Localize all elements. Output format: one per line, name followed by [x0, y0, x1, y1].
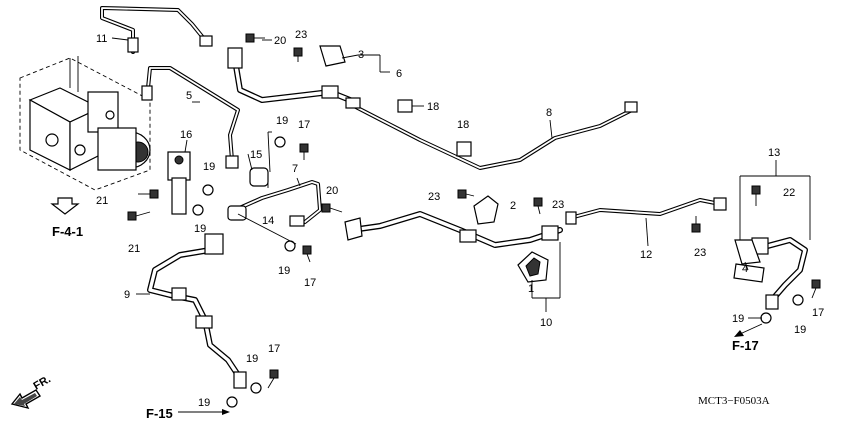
callout-20: 20: [274, 35, 286, 47]
callout-9: 9: [124, 289, 130, 301]
callout-6: 6: [396, 68, 402, 80]
bracket-2: [473, 195, 499, 225]
callout-1: 1: [528, 283, 534, 295]
brake-hose-9: [147, 233, 247, 389]
callout-11: 11: [96, 33, 107, 45]
callout-20: 20: [326, 185, 338, 197]
bracket-4: [733, 263, 765, 283]
bolt-17d: [267, 369, 279, 389]
ref-f-17: F-17: [732, 338, 759, 353]
callout-17: 17: [268, 343, 280, 355]
callout-7: 7: [292, 163, 298, 175]
callout-15: 15: [250, 149, 262, 161]
callout-14: 14: [262, 215, 274, 227]
bolt-icons: [127, 33, 821, 389]
callout-17: 17: [812, 307, 824, 319]
leader-lines: [111, 37, 811, 319]
callout-19: 19: [276, 115, 288, 127]
callout-2: 2: [510, 200, 516, 212]
bolt-17a: [299, 143, 309, 160]
callout-3: 3: [358, 49, 364, 61]
ref-f-15: F-15: [146, 406, 173, 421]
callout-4: 4: [742, 263, 748, 275]
front-direction-arrow-icon: [10, 389, 41, 410]
callout-5: 5: [186, 90, 192, 102]
callout-19: 19: [198, 397, 210, 409]
callout-19: 19: [246, 353, 258, 365]
diagram-code: MCT3−F0503A: [698, 395, 770, 407]
callout-21: 21: [128, 243, 140, 255]
callout-23: 23: [552, 199, 564, 211]
brake-pipe-7: [227, 180, 322, 227]
abs-modulator: [19, 56, 151, 191]
bolt-17c: [811, 279, 821, 299]
callout-17: 17: [304, 277, 316, 289]
callout-labels: 11 20 23 3 6 5 18 18 8 19 17 16 15 19 7 …: [96, 29, 824, 409]
callout-17: 17: [298, 119, 310, 131]
callout-19: 19: [203, 161, 215, 173]
callout-16: 16: [180, 129, 192, 141]
bolt-20b: [321, 203, 343, 213]
clamp-15: [249, 167, 269, 187]
brake-pipe-12: [565, 197, 727, 225]
brake-joint-16: [167, 151, 191, 215]
ref-f-4-1: F-4-1: [52, 224, 83, 239]
bolt-23c: [533, 197, 543, 215]
callout-8: 8: [546, 107, 552, 119]
callout-13: 13: [768, 147, 780, 159]
bolt-21b: [127, 211, 151, 221]
callout-19: 19: [732, 313, 744, 325]
front-direction-label: FR.: [32, 373, 53, 392]
washer-icons: [192, 136, 804, 408]
callout-10: 10: [540, 317, 552, 329]
callout-19: 19: [278, 265, 290, 277]
brake-hose-13: [734, 237, 808, 310]
callout-21: 21: [96, 195, 108, 207]
callout-12: 12: [640, 249, 652, 261]
callout-23: 23: [428, 191, 440, 203]
bolt-23a: [293, 47, 303, 62]
brake-hose-6: [227, 45, 353, 103]
callout-18: 18: [457, 119, 469, 131]
f17-arrow-icon: [734, 323, 763, 337]
callout-19: 19: [194, 223, 206, 235]
callout-18: 18: [427, 101, 439, 113]
brake-hose-10: [344, 211, 563, 283]
bolt-21a: [138, 189, 159, 199]
bolt-17b: [302, 245, 312, 263]
brake-pipe-8: [345, 97, 638, 170]
bolt-23d: [691, 216, 701, 233]
bolt-22: [751, 185, 761, 206]
callout-23: 23: [295, 29, 307, 41]
brake-pipe-5: [141, 66, 240, 169]
callout-19: 19: [794, 324, 806, 336]
callout-23: 23: [694, 247, 706, 259]
f15-arrow-icon: [178, 409, 230, 415]
brake-pipe-11: [100, 6, 213, 54]
bolt-23b: [457, 189, 475, 199]
f41-arrow-icon: [50, 197, 80, 215]
bolt-20a: [245, 33, 265, 43]
callout-22: 22: [783, 187, 795, 199]
